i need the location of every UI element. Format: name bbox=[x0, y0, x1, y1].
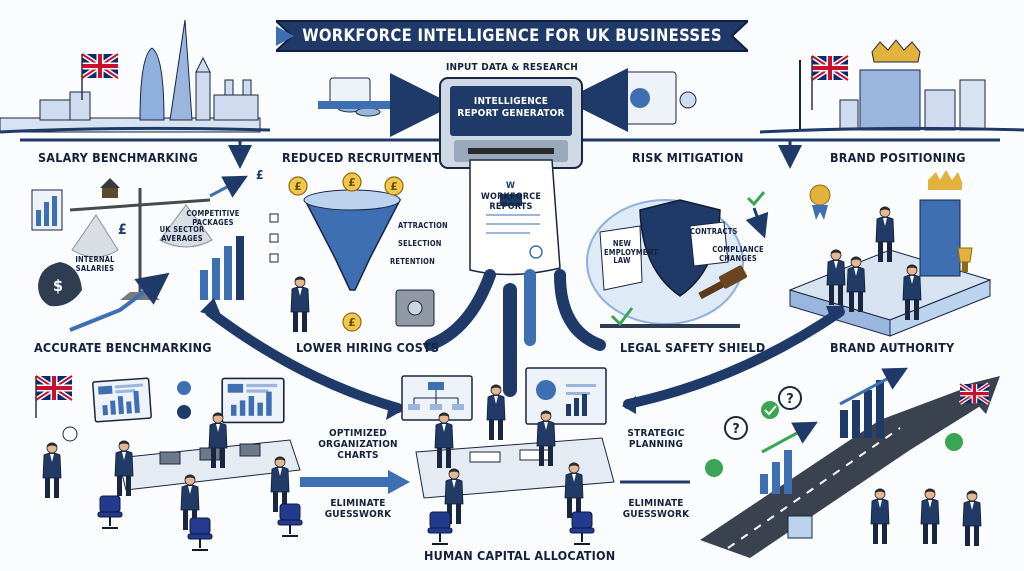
eliminate-guesswork-right: ELIMINATE GUESSWORK bbox=[622, 498, 690, 520]
analytics-office-scene bbox=[36, 376, 410, 551]
title-banner: WORKFORCE INTELLIGENCE FOR UK BUSINESSES bbox=[276, 17, 748, 55]
central-flow-arrows bbox=[424, 269, 606, 397]
reports-logo: W bbox=[506, 181, 516, 191]
svg-text:?: ? bbox=[732, 422, 740, 437]
human-capital-label: HUMAN CAPITAL ALLOCATION bbox=[424, 548, 616, 563]
generator-label: INTELLIGENCE REPORT GENERATOR bbox=[457, 96, 565, 119]
uk-flag-icon bbox=[812, 56, 848, 80]
pound-symbol: £ bbox=[118, 222, 127, 238]
optimized-charts-label: OPTIMIZED ORGANIZATION CHARTS bbox=[318, 428, 398, 461]
data-input-icons bbox=[318, 68, 697, 137]
top-flow-arrows bbox=[20, 138, 1000, 169]
report-generator bbox=[439, 77, 583, 276]
workforce-reports-label: WORKFORCE REPORTS bbox=[480, 192, 542, 212]
city-skyline bbox=[759, 39, 1024, 134]
salary-scale-illustration bbox=[31, 175, 248, 332]
dollar-bag-symbol: $ bbox=[53, 276, 64, 295]
input-data-label: INPUT DATA & RESEARCH bbox=[445, 62, 579, 73]
funnel-attraction: ATTRACTION bbox=[398, 221, 448, 230]
employment-law-doc: NEW EMPLOYMENT LAW bbox=[604, 239, 659, 265]
banner-shape bbox=[276, 20, 748, 52]
eliminate-guesswork-left: ELIMINATE GUESSWORK bbox=[324, 498, 392, 520]
funnel-selection: SELECTION bbox=[398, 239, 442, 248]
internal-salaries-label: INTERNAL SALARIES bbox=[75, 255, 115, 273]
reduced-recruitment-label: REDUCED RECRUITMENT bbox=[282, 150, 441, 165]
uk-flag-icon bbox=[82, 54, 118, 78]
london-skyline bbox=[0, 19, 271, 134]
legal-shield-illustration bbox=[586, 191, 769, 328]
legal-safety-shield-label: LEGAL SAFETY SHIELD bbox=[620, 340, 766, 355]
brand-authority-label: BRAND AUTHORITY bbox=[830, 340, 955, 355]
competitive-packages-label: COMPETITIVE PACKAGES bbox=[186, 209, 240, 227]
benchmark-flow-arrows bbox=[200, 298, 845, 420]
uk-sector-label: UK SECTOR AVERAGES bbox=[159, 225, 205, 243]
brand-positioning-label: BRAND POSITIONING bbox=[830, 150, 966, 165]
contracts-doc: CONTRACTS bbox=[690, 227, 738, 236]
compliance-changes-label: COMPLIANCE CHANGES bbox=[712, 245, 764, 263]
risk-mitigation-label: RISK MITIGATION bbox=[632, 150, 744, 165]
org-chart-meeting-scene bbox=[401, 367, 615, 545]
accurate-benchmarking-label: ACCURATE BENCHMARKING bbox=[34, 340, 212, 355]
funnel-retention: RETENTION bbox=[390, 257, 435, 266]
strategic-planning-label: STRATEGIC PLANNING bbox=[627, 428, 685, 450]
funnel-pound-symbol: £ bbox=[256, 168, 264, 182]
lower-hiring-costs-label: LOWER HIRING COSTS bbox=[296, 340, 440, 355]
brand-platform-illustration bbox=[788, 170, 992, 337]
page-title: WORKFORCE INTELLIGENCE FOR UK BUSINESSES bbox=[302, 26, 722, 45]
strategic-road-scene: ? ? bbox=[620, 367, 1000, 558]
recruitment-funnel-illustration bbox=[269, 172, 435, 333]
salary-benchmarking-label: SALARY BENCHMARKING bbox=[38, 150, 198, 165]
svg-text:?: ? bbox=[786, 392, 794, 407]
